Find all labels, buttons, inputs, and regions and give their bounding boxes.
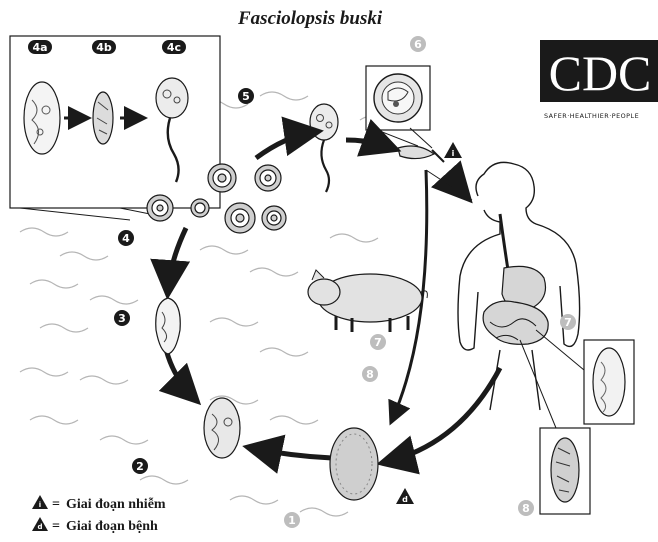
- label-3: 3: [118, 312, 126, 325]
- redia-4a: [24, 82, 60, 154]
- badge-5: 5: [238, 88, 254, 104]
- cdc-logo: CDC SAFER·HEALTHIER·PEOPLE: [540, 40, 658, 128]
- marker-infective: i: [444, 142, 462, 158]
- cdc-tagline: SAFER·HEALTHIER·PEOPLE: [544, 112, 639, 120]
- legend-diagnostic: d = Giai đoạn bệnh: [30, 516, 158, 537]
- badge-4: 4: [118, 230, 134, 246]
- marker-infective-letter: i: [452, 149, 455, 158]
- badge-3: 3: [114, 310, 130, 326]
- label-1: 1: [288, 514, 296, 527]
- badge-8-pig: 8: [362, 366, 378, 382]
- legend-diagnostic-equals: =: [52, 519, 60, 535]
- pig: [308, 270, 427, 332]
- label-8-human: 8: [522, 502, 530, 515]
- gravid-connector: [520, 340, 556, 428]
- label-4b: 4b: [96, 41, 112, 54]
- label-4c: 4c: [167, 41, 181, 54]
- label-4a: 4a: [32, 41, 47, 54]
- label-4: 4: [122, 232, 130, 245]
- legend-infective-equals: =: [52, 497, 60, 513]
- marker-diagnostic-letter: d: [402, 495, 408, 504]
- svg-text:i: i: [39, 501, 41, 509]
- digestive-tract: [483, 214, 548, 344]
- badge-8-human: 8: [518, 500, 534, 516]
- free-cercaria-5: [310, 104, 338, 192]
- unembryonated-egg: [330, 428, 378, 500]
- label-6: 6: [414, 38, 422, 51]
- embryonated-egg: [204, 398, 240, 458]
- legend-diagnostic-label: Giai đoạn bệnh: [66, 519, 158, 535]
- badge-7-human: 7: [560, 314, 576, 330]
- marker-diagnostic: d: [396, 488, 414, 504]
- badge-6: 6: [410, 36, 426, 52]
- cdc-logo-text: CDC: [549, 45, 652, 101]
- badge-2: 2: [132, 458, 148, 474]
- label-7-pig: 7: [374, 336, 382, 349]
- miracidium: [156, 298, 181, 354]
- label-7-human: 7: [564, 316, 572, 329]
- badge-4a: 4a: [28, 40, 52, 54]
- label-8-pig: 8: [366, 368, 374, 381]
- legend-diagnostic-symbol: d: [30, 516, 52, 537]
- inset-connector: [20, 208, 150, 220]
- badge-4c: 4c: [162, 40, 186, 54]
- redia-4b: [93, 92, 113, 144]
- legend-infective-label: Giai đoạn nhiễm: [66, 497, 166, 513]
- label-2: 2: [136, 460, 144, 473]
- adult-fluke: [593, 348, 625, 416]
- gravid-adult: [551, 438, 579, 502]
- legend-infective: i = Giai đoạn nhiễm: [30, 494, 166, 515]
- badge-4b: 4b: [92, 40, 116, 54]
- badge-1: 1: [284, 512, 300, 528]
- metacercaria-6: [374, 74, 422, 122]
- legend-infective-symbol: i: [30, 494, 52, 515]
- water-plant: [398, 146, 444, 162]
- label-5: 5: [242, 90, 250, 103]
- badge-7-pig: 7: [370, 334, 386, 350]
- svg-text:d: d: [37, 523, 42, 531]
- diagram-title: Fasciolopsis buski: [238, 8, 382, 30]
